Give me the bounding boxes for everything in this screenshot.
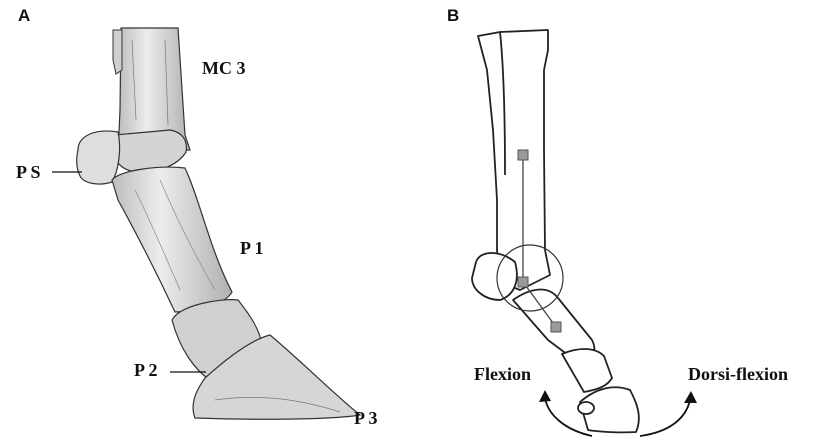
dorsiflexion-arrow [640,400,690,436]
dorsiflexion-arrowhead [684,391,697,403]
marker-p1-distal [551,322,561,332]
label-dorsiflexion: Dorsi-flexion [688,364,788,385]
mc3-outline [478,30,550,290]
marker-mc3-proximal [518,150,528,160]
label-flexion: Flexion [474,364,531,385]
p2-outline [562,349,612,392]
navicular-outline [578,402,594,414]
marker-fetlock [518,277,528,287]
sesamoid-outline [472,253,517,300]
flexion-arrowhead [539,390,551,402]
